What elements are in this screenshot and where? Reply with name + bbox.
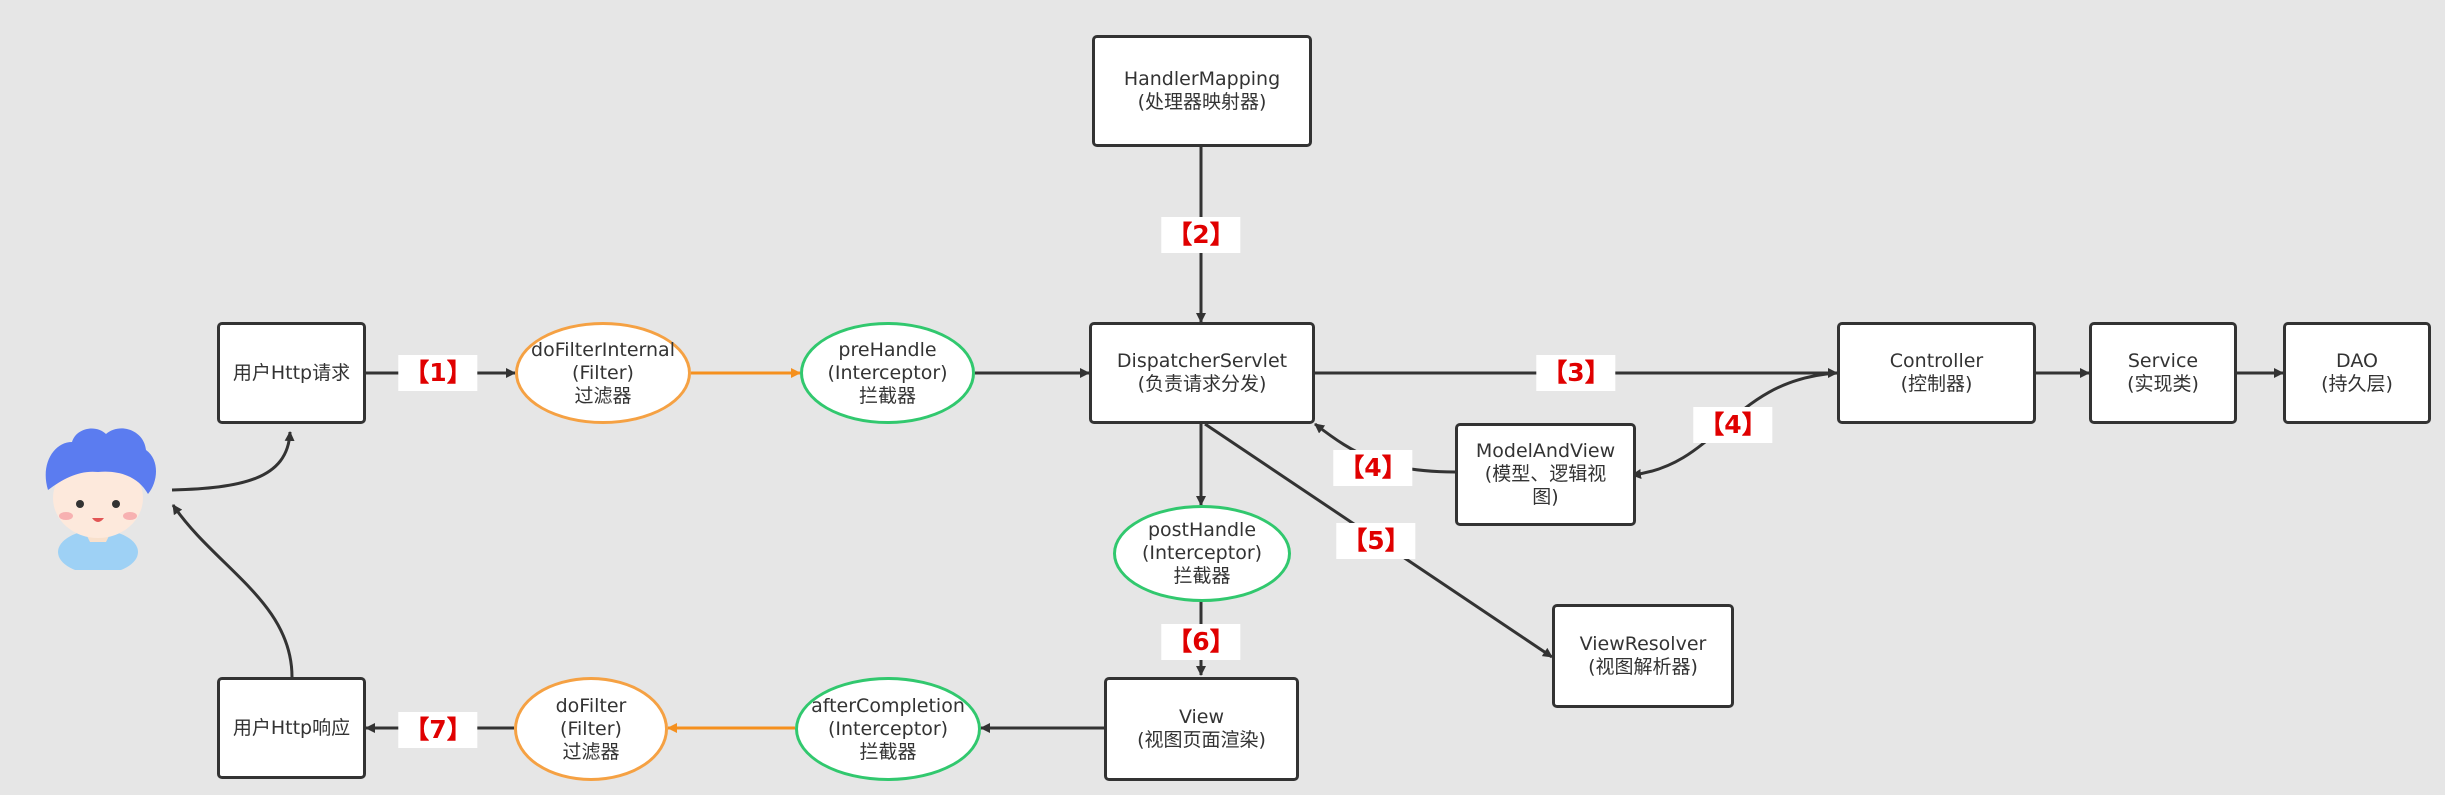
step-tag-1: 【1】 [398,355,478,391]
step-tag-5: 【5】 [1336,523,1416,559]
dispatcher-servlet-desc: (负责请求分发) [1137,373,1267,395]
do-filter-title: doFilter [555,694,627,717]
post-handle-title: postHandle [1147,519,1257,541]
handler-mapping-desc: (处理器映射器) [1137,91,1267,113]
model-and-view-node: ModelAndView (模型、逻辑视 图) [1455,423,1636,526]
after-completion-desc: 拦截器 [859,740,917,763]
after-completion-node: afterCompletion (Interceptor) 拦截器 [795,677,981,781]
after-completion-type: (Interceptor) [827,717,949,740]
post-handle-desc: 拦截器 [1173,565,1231,587]
view-resolver-desc: (视图解析器) [1588,656,1698,678]
step-tag-7: 【7】 [398,712,478,748]
after-completion-title: afterCompletion [811,694,965,717]
arrow-user-to-request [171,431,295,492]
do-filter-internal-desc: 过滤器 [574,384,632,407]
handler-mapping-title: HandlerMapping [1123,68,1281,90]
handler-mapping-node: HandlerMapping (处理器映射器) [1092,35,1312,147]
do-filter-node: doFilter (Filter) 过滤器 [514,677,668,781]
model-and-view-desc: (模型、逻辑视 [1484,463,1607,485]
user-avatar-icon [45,428,156,570]
view-title: View [1178,706,1225,728]
controller-title: Controller [1889,350,1984,372]
do-filter-internal-title: doFilterInternal [531,338,675,361]
dao-desc: (持久层) [2321,373,2393,395]
dispatcher-servlet-title: DispatcherServlet [1116,350,1288,372]
controller-node: Controller (控制器) [1837,322,2036,424]
step-tag-4-controller: 【4】 [1693,407,1773,443]
user-http-response-label: 用户Http响应 [232,716,351,739]
model-and-view-desc-cont: 图) [1532,486,1559,508]
step-tag-2: 【2】 [1161,217,1241,253]
arrow-response-to-user [171,504,294,678]
step-tag-4-dispatcher: 【4】 [1333,450,1413,486]
step-tag-3: 【3】 [1536,355,1616,391]
controller-desc: (控制器) [1900,373,1973,395]
service-node: Service (实现类) [2089,322,2237,424]
pre-handle-type: (Interceptor) [827,361,948,384]
post-handle-type: (Interceptor) [1141,542,1263,564]
dao-node: DAO (持久层) [2283,322,2431,424]
user-http-request-label: 用户Http请求 [232,361,351,384]
model-and-view-title: ModelAndView [1475,440,1616,462]
do-filter-internal-type: (Filter) [572,361,634,384]
service-title: Service [2127,350,2199,372]
pre-handle-title: preHandle [838,338,937,361]
user-http-response-node: 用户Http响应 [217,677,366,779]
pre-handle-node: preHandle (Interceptor) 拦截器 [800,322,975,424]
post-handle-node: postHandle (Interceptor) 拦截器 [1113,505,1291,602]
do-filter-type: (Filter) [560,717,622,740]
step-tag-6: 【6】 [1161,624,1241,660]
view-desc: (视图页面渲染) [1137,729,1266,751]
view-node: View (视图页面渲染) [1104,677,1299,781]
service-desc: (实现类) [2127,373,2199,395]
view-resolver-node: ViewResolver (视图解析器) [1552,604,1734,708]
do-filter-internal-node: doFilterInternal (Filter) 过滤器 [515,322,691,424]
view-resolver-title: ViewResolver [1579,633,1707,655]
dao-title: DAO [2336,350,2378,372]
user-http-request-node: 用户Http请求 [217,322,366,424]
dispatcher-servlet-node: DispatcherServlet (负责请求分发) [1089,322,1315,424]
do-filter-desc: 过滤器 [562,740,620,763]
pre-handle-desc: 拦截器 [858,384,916,407]
